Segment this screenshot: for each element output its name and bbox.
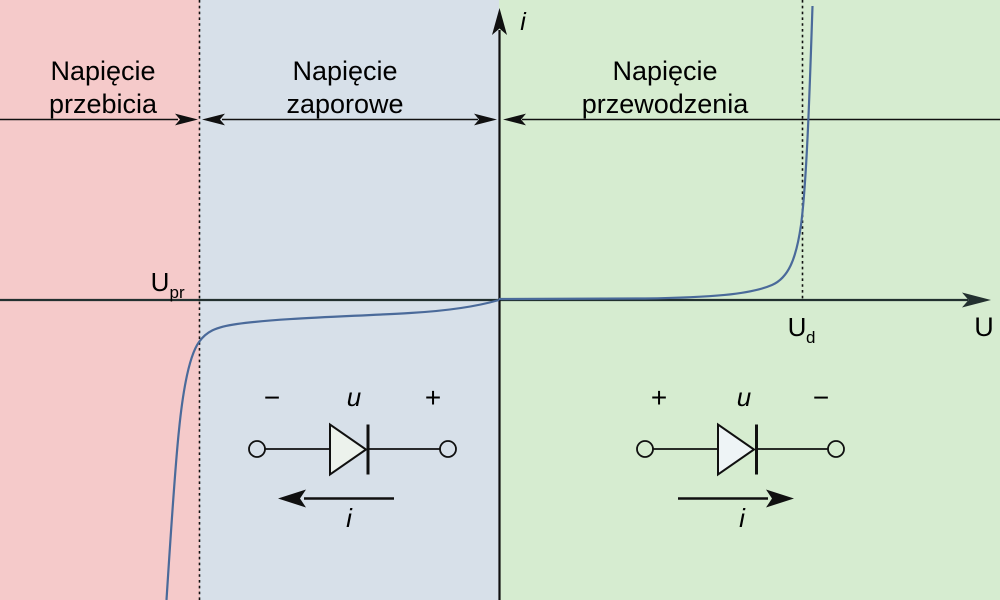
reverse-region-label-line2: zaporowe xyxy=(286,89,403,119)
current-arrowhead-left-icon xyxy=(278,489,306,508)
reverse-diode-plus-sign: + xyxy=(425,382,441,413)
diode-triangle-icon xyxy=(329,422,368,477)
reverse-breakdown-branch-curve xyxy=(165,298,500,600)
x-axis-arrowhead-icon xyxy=(962,292,991,308)
terminal-circle-icon xyxy=(827,440,845,458)
breakdown-region-label-line1: Napięcie xyxy=(50,56,155,86)
diode-triangle-icon xyxy=(717,422,756,477)
forward-voltage-marker-subscript: d xyxy=(806,328,815,347)
reverse-diode-minus-sign: − xyxy=(264,382,280,413)
y-axis-arrowhead-icon xyxy=(492,8,507,35)
breakdown-voltage-marker-subscript: pr xyxy=(170,283,185,302)
x-axis-label: U xyxy=(974,312,994,342)
breakdown-voltage-marker: U xyxy=(151,267,170,297)
reverse-region-label-line1: Napięcie xyxy=(292,56,397,86)
reverse-diode-current-label: i xyxy=(346,503,353,533)
arrowhead-left-icon xyxy=(503,113,526,126)
forward-region-label-line1: Napięcie xyxy=(612,56,717,86)
forward-diode-plus-sign: + xyxy=(651,382,667,413)
forward-branch-curve xyxy=(498,5,814,301)
forward-biased-diode-symbol: + u − i xyxy=(636,382,845,533)
forward-voltage-marker: U xyxy=(788,312,807,342)
iv-characteristic-curve xyxy=(165,5,814,600)
arrowhead-right-icon xyxy=(474,113,497,126)
arrowhead-right-icon xyxy=(175,113,198,126)
y-axis-label: i xyxy=(520,8,527,36)
arrowhead-left-icon xyxy=(202,113,225,126)
axes xyxy=(0,8,991,600)
breakdown-region-label-line2: przebicia xyxy=(49,89,158,119)
region-dimension-lines xyxy=(0,113,1000,126)
terminal-circle-icon xyxy=(439,440,457,458)
reverse-diode-voltage-label: u xyxy=(347,382,361,412)
forward-diode-current-label: i xyxy=(739,503,746,533)
forward-region-label-line2: przewodzenia xyxy=(582,89,750,119)
forward-diode-minus-sign: − xyxy=(813,382,829,413)
forward-diode-voltage-label: u xyxy=(737,382,751,412)
reverse-biased-diode-symbol: − u + i xyxy=(248,382,457,533)
current-arrowhead-right-icon xyxy=(766,489,794,508)
